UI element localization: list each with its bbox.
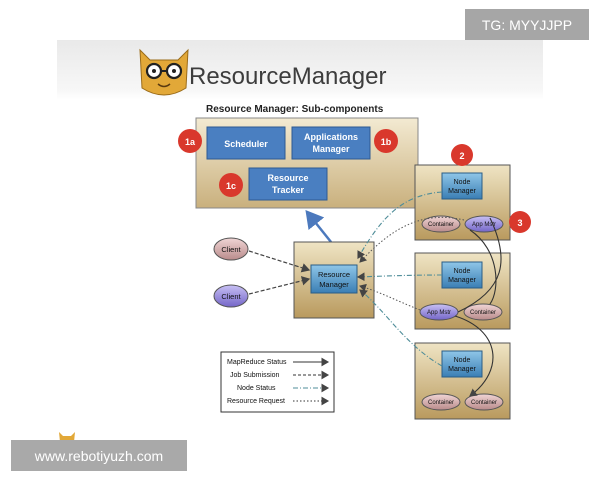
svg-text:Container: Container: [428, 400, 454, 406]
node-2: Node Manager App Mstr Container: [414, 252, 511, 330]
svg-text:1a: 1a: [185, 137, 196, 147]
resource-manager-label-1: Resource: [318, 270, 350, 279]
logo-icon: [139, 48, 189, 96]
resource-tracker-box: [248, 167, 328, 201]
resource-tracker-label-1: Resource: [267, 173, 308, 183]
legend-item-mapreduce: MapReduce Status: [227, 359, 287, 366]
node-3-status-arrow: [359, 289, 443, 367]
slide-title: ResourceManager: [189, 63, 386, 90]
svg-text:Manager: Manager: [448, 366, 476, 373]
marker-1c: 1c: [219, 173, 243, 197]
resource-tracker-label-2: Tracker: [272, 185, 305, 195]
subcomponents-heading: Resource Manager: Sub-components: [206, 104, 384, 115]
resource-request-arrow-2: [359, 283, 421, 311]
client-1-submission-arrow: [248, 250, 311, 273]
footer-logo-icon: [59, 432, 75, 442]
mapreduce-status-line-2: [454, 315, 494, 397]
scheduler-box: [206, 126, 286, 160]
svg-text:Manager: Manager: [448, 188, 476, 195]
resource-manager-box: [310, 264, 358, 294]
svg-text:Container: Container: [470, 310, 496, 316]
applications-manager-label-2: Manager: [312, 144, 350, 154]
legend-item-node-status: Node Status: [237, 385, 276, 392]
marker-2: 2: [451, 144, 473, 166]
legend-item-resource-request: Resource Request: [227, 398, 285, 405]
node-1: Node Manager Container App Mstr: [414, 164, 511, 241]
marker-1b: 1b: [374, 129, 398, 153]
applications-manager-label-1: Applications: [304, 132, 358, 142]
svg-text:Node: Node: [454, 268, 471, 275]
node-1-status-arrow: [357, 191, 443, 259]
marker-3: 3: [509, 211, 531, 233]
resource-request-arrow-1: [359, 216, 465, 263]
svg-text:Node: Node: [454, 357, 471, 364]
svg-text:App Mstr: App Mstr: [472, 222, 496, 228]
mapreduce-status-line-1: [457, 217, 502, 313]
node-2-status-arrow: [356, 272, 443, 282]
svg-text:Container: Container: [471, 400, 497, 406]
applications-manager-box: [291, 126, 371, 160]
svg-text:Container: Container: [428, 222, 454, 228]
marker-1a: 1a: [178, 129, 202, 153]
svg-text:Client: Client: [221, 245, 241, 254]
svg-text:App Mstr: App Mstr: [427, 310, 451, 316]
url-watermark: www.rebotiyuzh.com: [11, 440, 187, 471]
svg-text:3: 3: [517, 218, 522, 228]
svg-text:Manager: Manager: [448, 277, 476, 284]
legend: MapReduce Status Job Submission Node Sta…: [220, 351, 335, 413]
legend-item-job-submission: Job Submission: [230, 372, 280, 379]
tg-watermark: TG: MYYJJPP: [465, 9, 589, 40]
rm-to-subcomponents-arrow: [305, 210, 332, 243]
client-2: Client: [213, 284, 249, 308]
svg-text:1c: 1c: [226, 181, 236, 191]
svg-text:Client: Client: [221, 292, 241, 301]
client-1: Client: [213, 237, 249, 261]
svg-text:1b: 1b: [381, 137, 392, 147]
mapreduce-status-line-3: [469, 229, 497, 305]
scheduler-label: Scheduler: [224, 139, 268, 149]
node-3: Node Manager Container Container: [414, 342, 511, 420]
client-2-submission-arrow: [248, 276, 311, 295]
resource-manager-label-2: Manager: [319, 280, 349, 289]
svg-text:2: 2: [459, 151, 464, 161]
svg-text:Node: Node: [454, 179, 471, 186]
